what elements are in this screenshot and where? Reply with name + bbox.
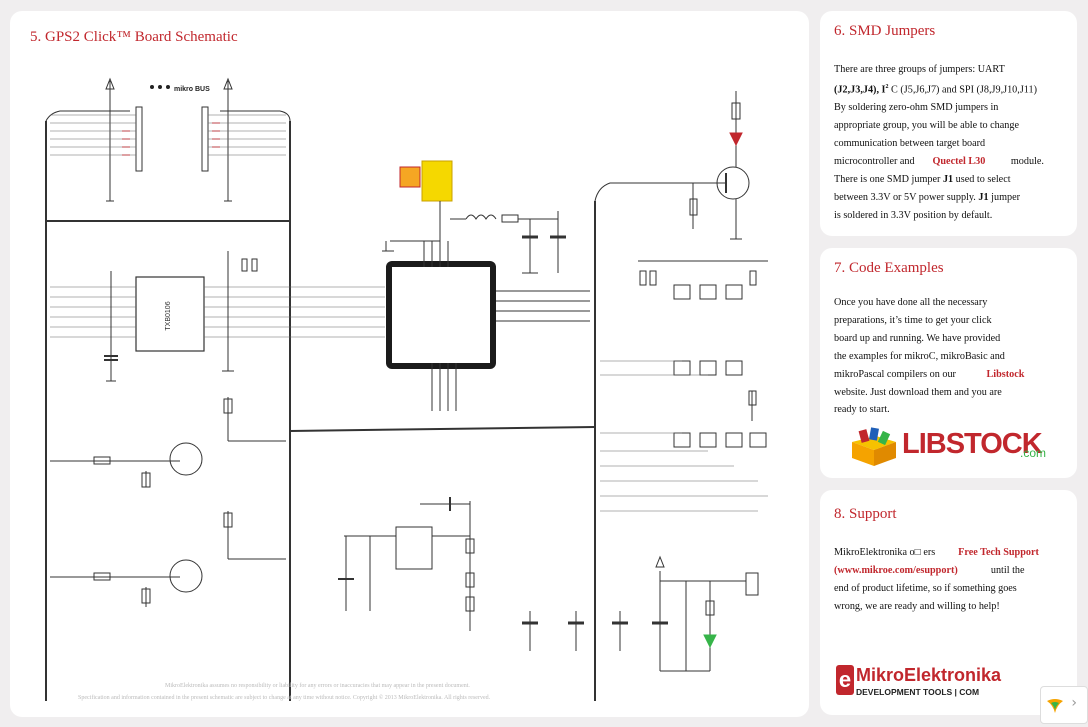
libstock-wordmark: LIBSTOCK [902,428,1043,460]
esupport-link[interactable]: (www.mikroe.com/esupport) [834,564,958,576]
chevron-right-icon: › [1071,695,1077,711]
disclaimer-line-2: Specification and information contained … [78,695,491,701]
me-logo-mark: e [836,665,854,695]
me-logo-wordmark: MikroElektronika [856,665,1002,685]
disclaimer-line-1: MikroElektronika assumes no responsibili… [165,683,470,689]
schematic-panel: 5. GPS2 Click™ Board Schematic [10,11,809,717]
support-section: 8. Support MikroElektronika o□ ers Free … [820,490,1077,715]
next-page-button[interactable]: › [1040,686,1088,724]
schematic-title: 5. GPS2 Click™ Board Schematic [30,29,238,45]
code-examples-title: 7. Code Examples [834,260,944,276]
smd-jumpers-text: There are three groups of jumpers: UART … [834,64,1044,221]
support-title: 8. Support [834,506,897,522]
schematic-diagram: TXB0106 mikro BUS [45,77,768,701]
libstock-logo[interactable]: LIBSTOCK .com [846,424,1046,468]
mikroelektronika-logo: e MikroElektronika DEVELOPMENT TOOLS | C… [836,665,1066,705]
code-examples-section: 7. Code Examples Once you have done all … [820,248,1077,478]
level-shifter-label: TXB0106 [165,301,172,330]
smd-jumpers-section: 6. SMD Jumpers There are three groups of… [820,11,1077,236]
libstock-link[interactable]: Libstock [986,368,1025,380]
mikrobus-logo: mikro BUS [150,85,210,93]
smd-jumpers-title: 6. SMD Jumpers [834,23,936,39]
viewer-logo-icon [1047,699,1063,713]
libstock-box-icon [852,427,896,466]
code-examples-text: Once you have done all the necessary pre… [834,297,1025,416]
svg-text:mikro BUS: mikro BUS [174,86,210,93]
me-logo-tagline: DEVELOPMENT TOOLS | COM [856,687,980,697]
support-text: MikroElektronika o□ ers Free Tech Suppor… [834,547,1039,612]
libstock-suffix: .com [1020,446,1047,460]
